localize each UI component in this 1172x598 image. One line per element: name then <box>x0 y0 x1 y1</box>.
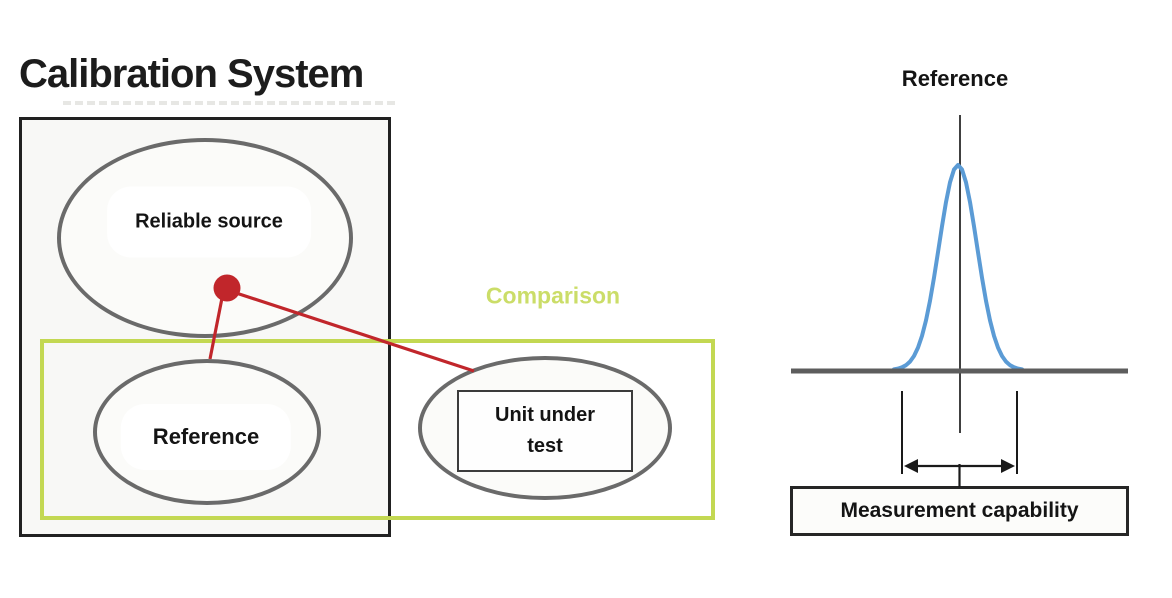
capability-arrow-left-head <box>904 459 918 473</box>
distribution-curve <box>892 163 1024 372</box>
unit-under-test-frame: Unit under test <box>457 390 633 472</box>
reliable-source-label: Reliable source <box>107 186 311 258</box>
reference-label: Reference <box>120 404 292 470</box>
faded-text-artifact <box>63 101 395 105</box>
capability-arrow-right-head <box>1001 459 1015 473</box>
unit-under-test-label: Unit under test <box>495 404 595 457</box>
measurement-capability-box: Measurement capability <box>790 486 1129 536</box>
measurement-capability-label: Measurement capability <box>840 499 1079 522</box>
page-title: Calibration System <box>19 52 364 96</box>
comparison-label: Comparison <box>485 282 621 309</box>
reference-plot-title: Reference <box>901 66 1009 91</box>
